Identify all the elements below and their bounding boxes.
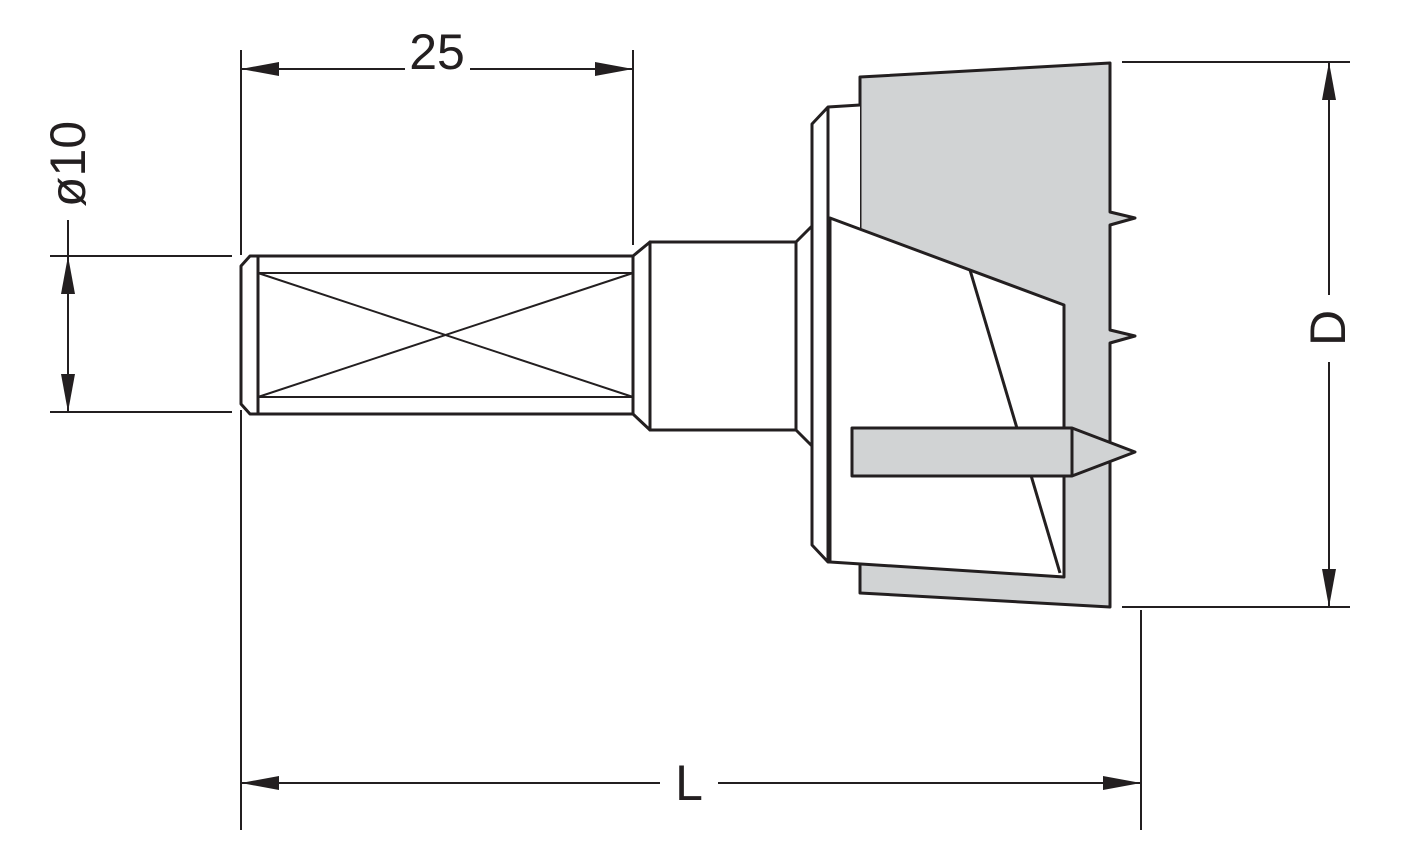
- arrow-D-top: [1322, 62, 1336, 100]
- arrow-L-left: [241, 776, 279, 790]
- arrow-D-bottom: [1322, 569, 1336, 607]
- cutter-head: [810, 61, 1137, 609]
- dimension-shank-diameter: ø10: [40, 121, 96, 412]
- collar-body: [648, 224, 814, 448]
- cutting-edge-line: [968, 269, 1062, 574]
- dim-label-overall-length: L: [675, 755, 703, 811]
- dimension-cutter-diameter: D: [1300, 62, 1356, 607]
- arrow-diameter-top: [61, 256, 75, 294]
- extension-lines: [50, 50, 1350, 830]
- center-spur: [850, 426, 1137, 478]
- dim-label-shank-diameter: ø10: [40, 121, 96, 207]
- arrow-diameter-bottom: [61, 374, 75, 412]
- collar: [648, 224, 814, 448]
- shank-flat-cross-2: [257, 272, 634, 398]
- arrow-L-right: [1103, 776, 1141, 790]
- arrow-25-left: [241, 62, 279, 76]
- dimension-shank-length: 25: [241, 24, 633, 80]
- arrow-25-right: [595, 62, 633, 76]
- shank: [239, 240, 652, 432]
- dimension-overall-length: L: [241, 755, 1141, 811]
- dim-label-shank-length: 25: [409, 24, 465, 80]
- dim-label-cutter-diameter: D: [1300, 310, 1356, 346]
- cutting-face: [828, 216, 1066, 579]
